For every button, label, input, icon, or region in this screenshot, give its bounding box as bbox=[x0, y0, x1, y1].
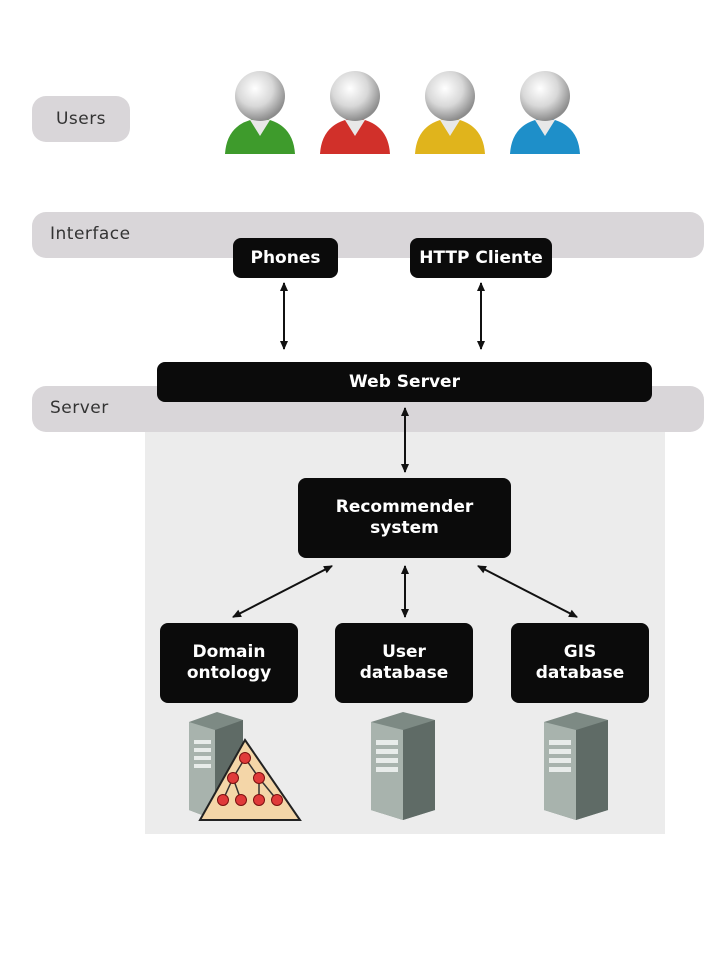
gis-database-server-icon bbox=[544, 712, 608, 820]
users-icon-group bbox=[225, 71, 580, 154]
lane-label-users: Users bbox=[32, 96, 130, 142]
domain-ontology-box: Domain ontology bbox=[160, 623, 298, 703]
user-database-server-icon bbox=[371, 712, 435, 820]
web-server-box: Web Server bbox=[157, 362, 652, 402]
gis-database-box: GIS database bbox=[511, 623, 649, 703]
arrow-recommender-gisdb bbox=[477, 565, 578, 618]
lane-label-interface: Interface bbox=[50, 224, 131, 244]
user-database-box: User database bbox=[335, 623, 473, 703]
user-yellow-icon bbox=[415, 71, 485, 154]
user-blue-icon bbox=[510, 71, 580, 154]
user-red-icon bbox=[320, 71, 390, 154]
recommender-system-box: Recommender system bbox=[298, 478, 511, 558]
ontology-tree-icon bbox=[198, 738, 302, 821]
arrow-recommender-domain bbox=[232, 565, 333, 618]
http-client-box: HTTP Cliente bbox=[410, 238, 552, 278]
interface-lane bbox=[32, 212, 704, 258]
phones-box: Phones bbox=[233, 238, 338, 278]
lane-label-server: Server bbox=[50, 398, 109, 418]
user-green-icon bbox=[225, 71, 295, 154]
ontology-server-icon bbox=[189, 712, 302, 821]
